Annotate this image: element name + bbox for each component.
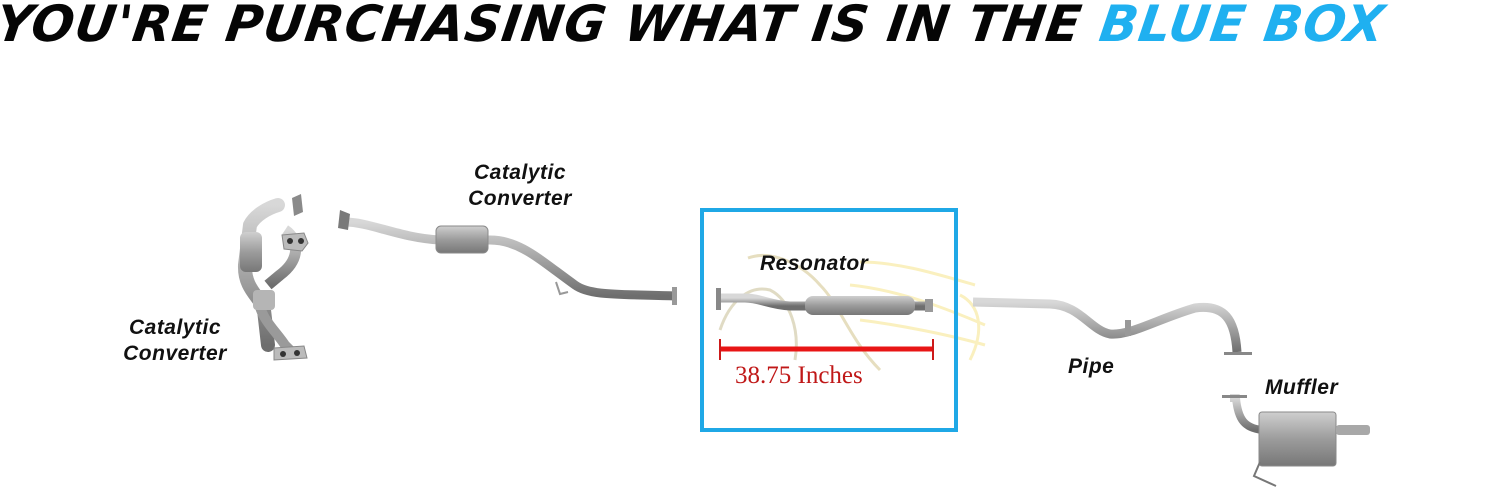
- pipe-label: Pipe: [1068, 355, 1115, 378]
- front-catalytic-converter-part: [238, 194, 309, 361]
- resonator-label: Resonator: [760, 252, 869, 275]
- tailpipe-part: [972, 297, 1252, 355]
- resonator-part: [716, 288, 933, 315]
- front-cat-label: Catalytic Converter: [110, 315, 240, 367]
- mid-cat-label: Catalytic Converter: [450, 160, 590, 212]
- muffler-part: [1222, 394, 1370, 487]
- mid-catalytic-converter-part: [338, 210, 677, 305]
- measurement-bar: [719, 339, 934, 360]
- mid-cat-label-line2: Converter: [468, 187, 572, 210]
- muffler-label: Muffler: [1265, 376, 1339, 399]
- front-cat-label-line1: Catalytic: [128, 316, 222, 339]
- mid-cat-label-line1: Catalytic: [473, 161, 567, 184]
- watermark-horse-icon: [718, 254, 986, 372]
- front-cat-label-line2: Converter: [123, 342, 227, 365]
- measurement-text: 38.75 Inches: [735, 362, 863, 389]
- blue-selection-box: [700, 208, 958, 432]
